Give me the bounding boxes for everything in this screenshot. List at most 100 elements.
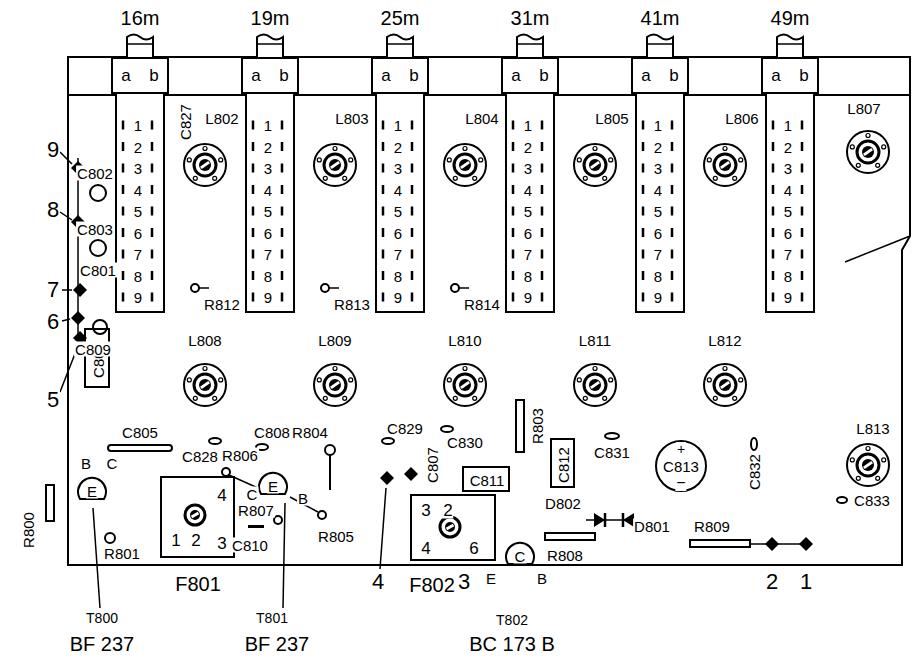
coil-pin: [187, 378, 191, 382]
callout-number: 7: [46, 279, 60, 301]
resistor-body: [516, 400, 524, 452]
part-type-label: BF 237: [69, 634, 135, 654]
contact-number: 7: [653, 247, 663, 262]
part-type-label: F801: [174, 574, 222, 594]
contact-row-label: a: [510, 67, 521, 84]
switch-strip: [506, 93, 554, 312]
switch-header: [242, 58, 298, 93]
coil-pin: [203, 147, 207, 151]
contact-number: 6: [783, 225, 793, 240]
switch-header: [762, 58, 818, 93]
part-type-label: F802: [408, 575, 456, 595]
coil-pin: [349, 378, 353, 382]
coil-pin: [453, 176, 457, 180]
contact-number: 2: [133, 139, 143, 154]
transistor-body: [78, 478, 106, 499]
contact-row-label: a: [380, 67, 391, 84]
coil-pin: [609, 378, 613, 382]
trimmer-knob: [185, 505, 205, 525]
part-text: 1: [170, 532, 181, 549]
switch-header: [502, 58, 558, 93]
part-label: T800: [85, 611, 119, 625]
solder-pad-diamond: [73, 283, 87, 297]
contact-number: 4: [653, 182, 663, 197]
part-text: E: [86, 484, 98, 499]
contact-number: 2: [783, 139, 793, 154]
coil-pin: [850, 458, 854, 462]
contact-number: 8: [263, 268, 273, 283]
knob-edge: [517, 43, 543, 45]
component-circle: [93, 320, 107, 334]
coil-pin: [213, 396, 217, 400]
contact-dashes: [512, 121, 515, 306]
callout-number: 9: [46, 139, 60, 161]
contact-number: 1: [653, 118, 663, 133]
band-label: 31m: [510, 8, 551, 28]
coil-slug: [199, 159, 211, 171]
contact-number: 5: [783, 204, 793, 219]
part-label: R804: [291, 425, 329, 440]
capacitor-box: C804: [84, 328, 110, 388]
knob-edge: [777, 43, 803, 45]
coil-outline: [847, 131, 889, 173]
contact-number: 4: [393, 182, 403, 197]
coil-pin: [882, 458, 886, 462]
coil-slot: [460, 381, 470, 389]
coil-pin: [333, 147, 337, 151]
part-label: R813: [333, 297, 371, 312]
part-label: B: [297, 491, 309, 506]
contact-dashes: [382, 121, 385, 306]
part-label: R805: [317, 529, 355, 544]
component-circle: [90, 240, 106, 256]
contact-number: 1: [523, 118, 533, 133]
part-label: L804: [464, 111, 499, 126]
part-label: L808: [187, 333, 222, 348]
coil-core: [454, 374, 476, 396]
contact-number: 6: [523, 225, 533, 240]
contact-number: 2: [653, 139, 663, 154]
switch-knob: [127, 35, 153, 58]
trimmer-center: [445, 522, 455, 532]
switch-knob: [387, 35, 413, 58]
coil-outline: [574, 364, 616, 406]
coil-slot: [590, 161, 600, 169]
coil-pin: [603, 396, 607, 400]
solder-pad-diamond: [404, 467, 418, 481]
part-label: C803: [76, 222, 114, 237]
coil-outline: [184, 144, 226, 186]
coil-core: [857, 141, 879, 163]
part-text: 3: [420, 502, 431, 519]
switch-strip: [246, 93, 294, 312]
part-label: C: [106, 456, 119, 471]
band-switch: 41mab123456789: [630, 6, 690, 316]
band-label: 25m: [380, 8, 421, 28]
contact-dashes: [151, 121, 154, 306]
diode-bar: [604, 513, 607, 527]
coil-slot: [330, 381, 340, 389]
trimmer-slot: [191, 512, 199, 519]
capacitor-symbol: [441, 426, 453, 432]
part-text: −: [675, 475, 686, 491]
coil-pin: [707, 158, 711, 162]
coil-pin: [583, 396, 587, 400]
wire-line: [329, 455, 331, 490]
electrolytic-capacitor: +C813−: [655, 440, 707, 492]
contact-dashes: [642, 121, 645, 306]
part-label: C: [246, 487, 259, 502]
coil-pin: [866, 447, 870, 451]
leader-line: [60, 212, 72, 220]
callout-number: 6: [46, 311, 60, 333]
part-label: R800: [21, 511, 36, 549]
leader-line: [93, 508, 100, 608]
contact-number: 9: [263, 290, 273, 305]
component-circle: [191, 284, 199, 292]
coil-slot: [460, 161, 470, 169]
coil-pin: [707, 378, 711, 382]
part-label: E: [485, 571, 497, 586]
contact-number: 4: [133, 182, 143, 197]
coil-outline: [704, 144, 746, 186]
coil-slot: [200, 161, 210, 169]
trimmer-slot: [446, 524, 454, 531]
contact-number: 7: [133, 247, 143, 262]
part-label: C833: [853, 493, 891, 508]
